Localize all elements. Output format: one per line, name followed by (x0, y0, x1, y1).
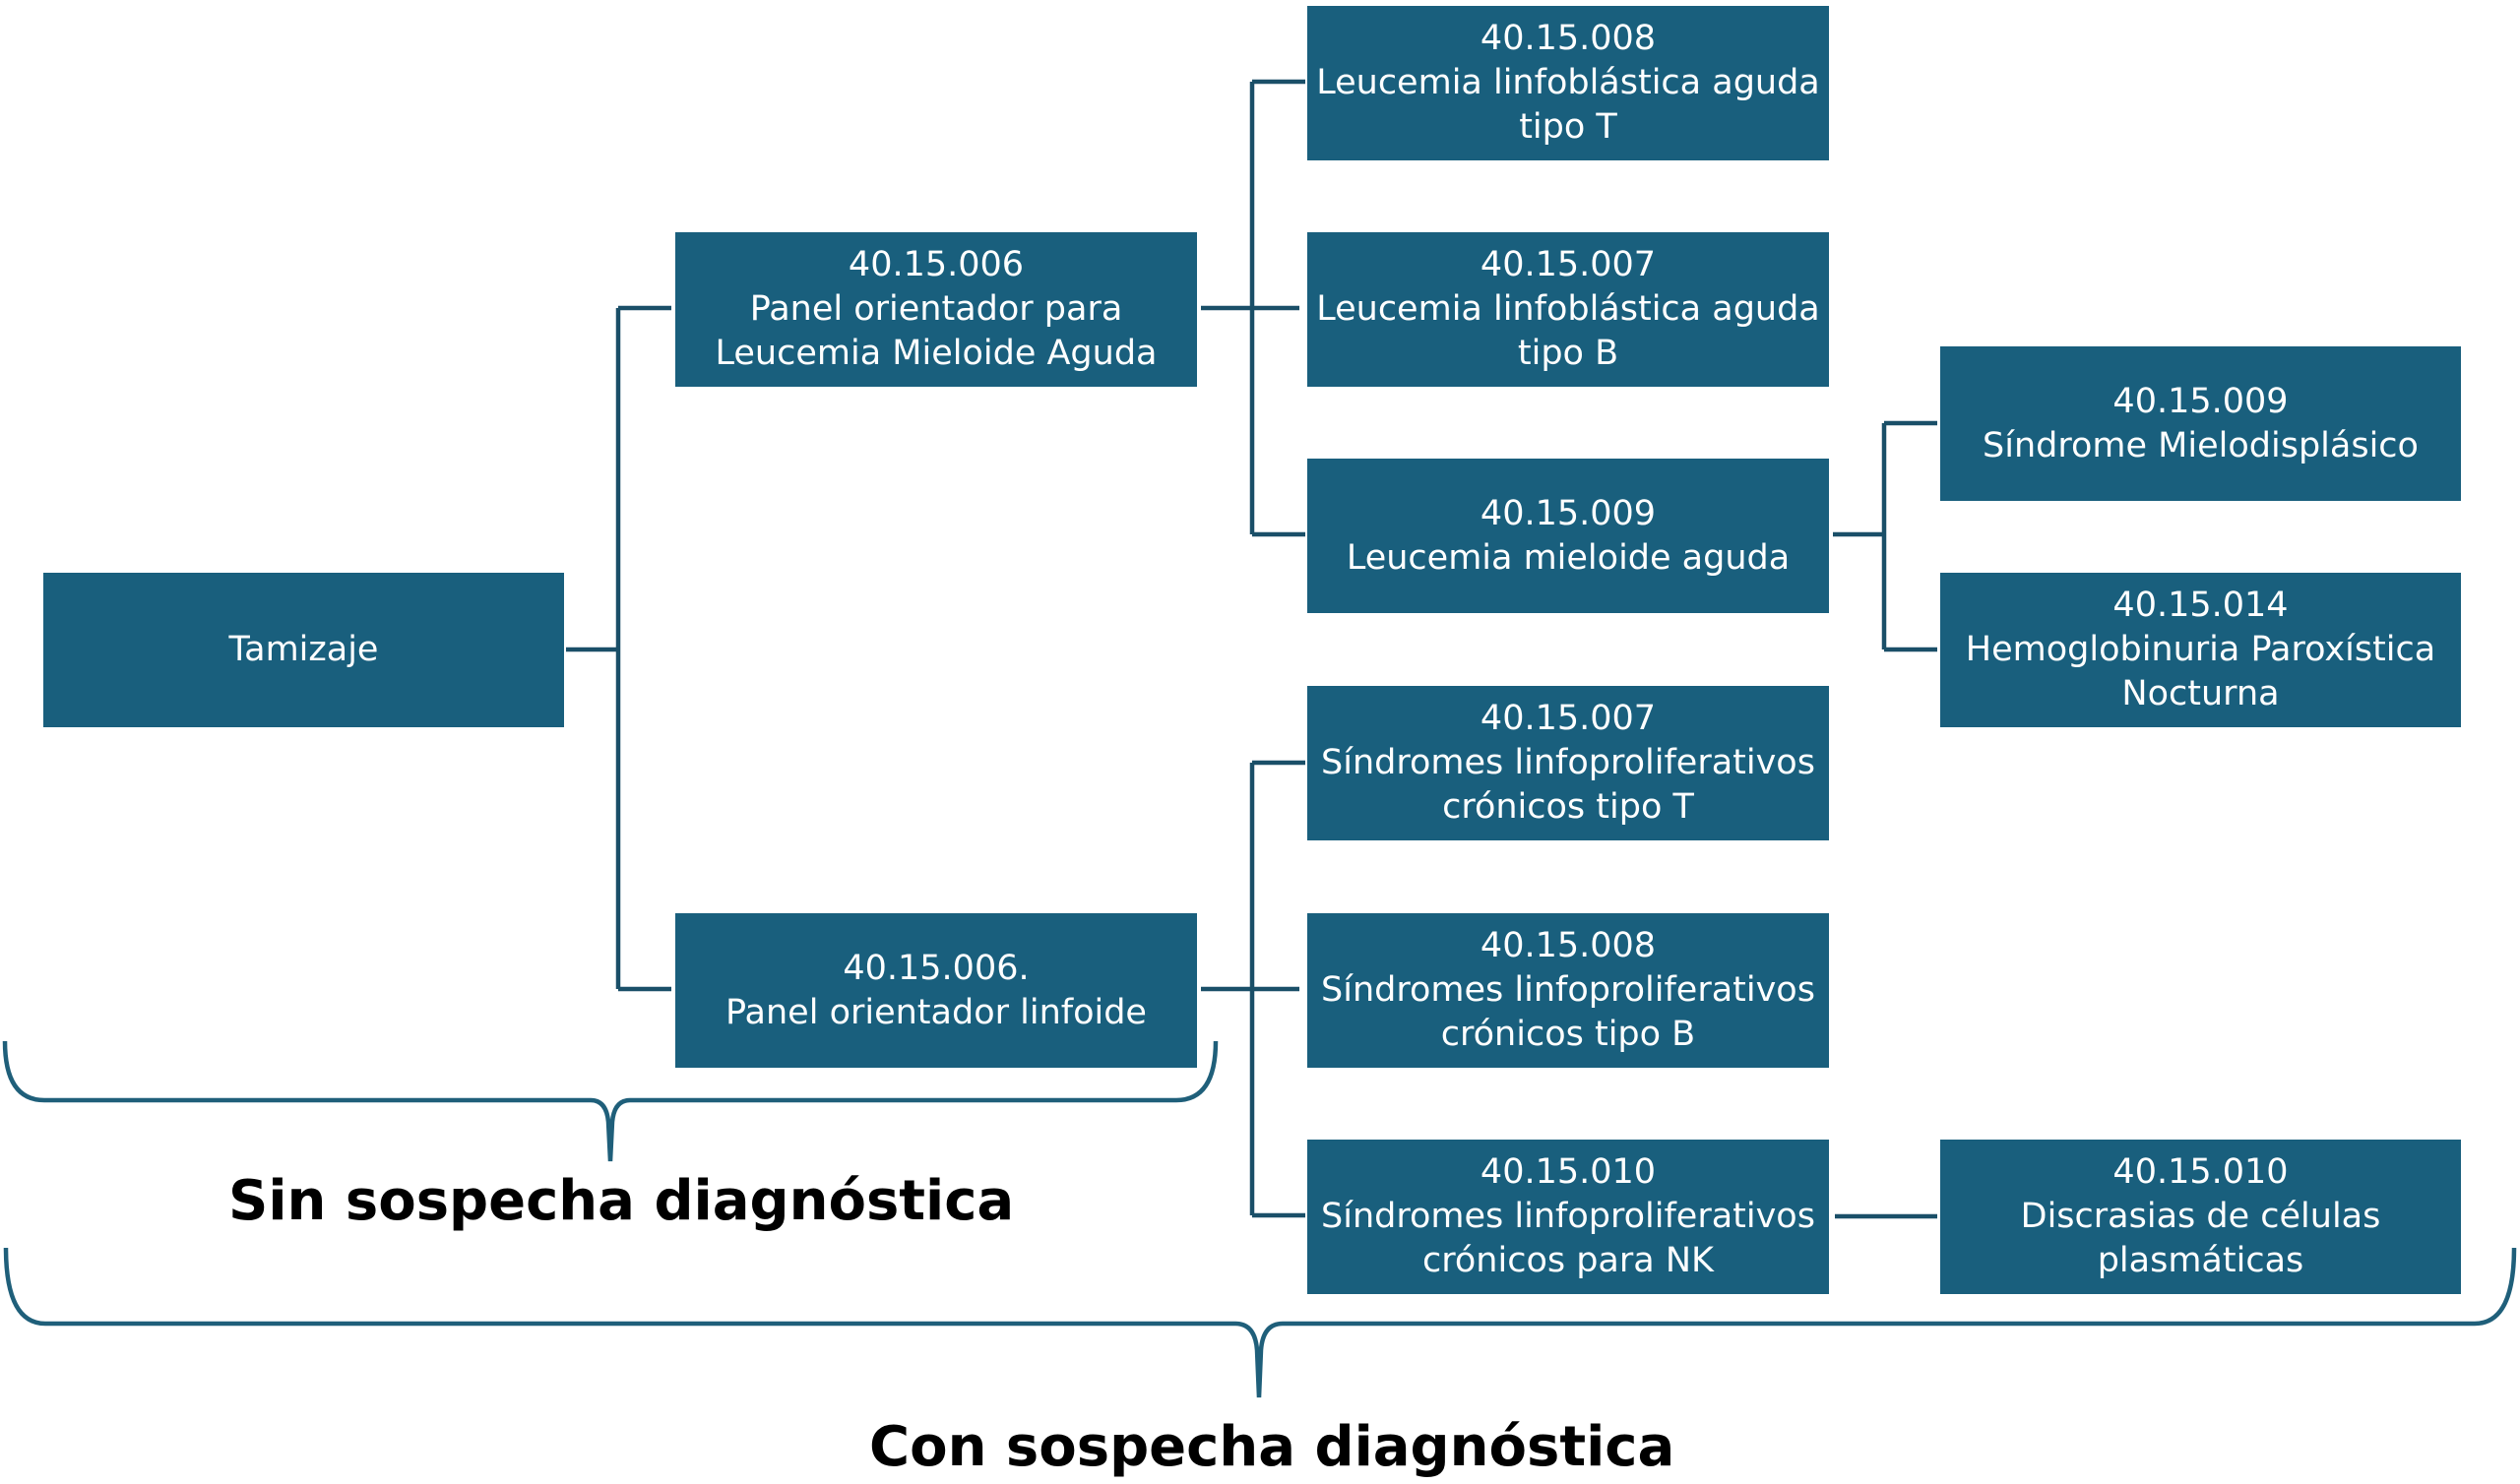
node-lla-t-code: 40.15.008 (1480, 19, 1657, 58)
node-sld-nk-code: 40.15.010 (1480, 1152, 1657, 1192)
node-sld-b: 40.15.008 Síndromes linfoproliferativos … (1307, 913, 1829, 1068)
node-lla-b: 40.15.007 Leucemia linfoblástica aguda t… (1307, 232, 1829, 387)
node-smd-line1: Síndrome Mielodisplásico (1983, 425, 2419, 465)
node-smd: 40.15.009 Síndrome Mielodisplásico (1940, 346, 2461, 501)
node-tamizaje-label: Tamizaje (228, 630, 379, 669)
connector-panel-linfoide (1201, 760, 1305, 1218)
connector-root (566, 305, 671, 992)
node-lla-t: 40.15.008 Leucemia linfoblástica aguda t… (1307, 6, 1829, 160)
node-sld-b-line2: crónicos tipo B (1440, 1015, 1696, 1054)
node-sld-nk-line2: crónicos para NK (1422, 1241, 1714, 1280)
brace-con-sospecha (3, 1247, 2517, 1398)
node-lla-b-line2: tipo B (1517, 334, 1619, 373)
node-panel-mieloide-code: 40.15.006 (848, 245, 1025, 284)
node-hpn-line1: Hemoglobinuria Paroxística (1965, 630, 2436, 669)
node-sld-nk-line1: Síndromes linfoproliferativos (1321, 1197, 1815, 1236)
node-sld-t-line1: Síndromes linfoproliferativos (1321, 743, 1815, 782)
node-discrasias: 40.15.010 Discrasias de células plasmáti… (1940, 1140, 2461, 1294)
node-lma-line1: Leucemia mieloide aguda (1346, 537, 1791, 578)
node-panel-linfoide: 40.15.006. Panel orientador linfoide (675, 913, 1197, 1068)
node-lma: 40.15.009 Leucemia mieloide aguda (1307, 459, 1829, 613)
caption-sin-sospecha: Sin sospecha diagnóstica (228, 1169, 1015, 1233)
node-sld-t-line2: crónicos tipo T (1442, 787, 1694, 827)
node-hpn-line2: Nocturna (2121, 674, 2280, 713)
node-panel-mieloide-line1: Panel orientador para (749, 289, 1123, 329)
node-lla-b-code: 40.15.007 (1480, 245, 1657, 284)
connector-lma (1833, 420, 1937, 652)
caption-con-sospecha: Con sospecha diagnóstica (869, 1415, 1675, 1479)
node-sld-b-line1: Síndromes linfoproliferativos (1321, 970, 1815, 1010)
node-lla-b-line1: Leucemia linfoblástica aguda (1316, 289, 1820, 329)
node-smd-code: 40.15.009 (2112, 381, 2289, 421)
node-sld-t-code: 40.15.007 (1480, 699, 1657, 738)
node-lma-code: 40.15.009 (1480, 493, 1657, 533)
connector-panel-mieloide (1201, 79, 1305, 537)
node-discrasias-line2: plasmáticas (2097, 1241, 2304, 1280)
node-sld-t: 40.15.007 Síndromes linfoproliferativos … (1307, 686, 1829, 840)
brace-sin-sospecha (2, 1040, 1219, 1162)
node-panel-mieloide: 40.15.006 Panel orientador para Leucemia… (675, 232, 1197, 387)
node-discrasias-code: 40.15.010 (2112, 1152, 2289, 1192)
node-hpn: 40.15.014 Hemoglobinuria Paroxística Noc… (1940, 573, 2461, 727)
node-panel-mieloide-line2: Leucemia Mieloide Aguda (715, 334, 1158, 373)
node-lla-t-line1: Leucemia linfoblástica aguda (1316, 63, 1820, 102)
node-hpn-code: 40.15.014 (2112, 586, 2289, 625)
node-panel-linfoide-line1: Panel orientador linfoide (725, 992, 1147, 1032)
node-lla-t-line2: tipo T (1519, 107, 1617, 147)
node-panel-linfoide-code: 40.15.006. (843, 948, 1030, 988)
node-discrasias-line1: Discrasias de células (2020, 1197, 2381, 1236)
node-tamizaje: Tamizaje (43, 573, 564, 727)
node-sld-nk: 40.15.010 Síndromes linfoproliferativos … (1307, 1140, 1829, 1294)
node-sld-b-code: 40.15.008 (1480, 926, 1657, 965)
